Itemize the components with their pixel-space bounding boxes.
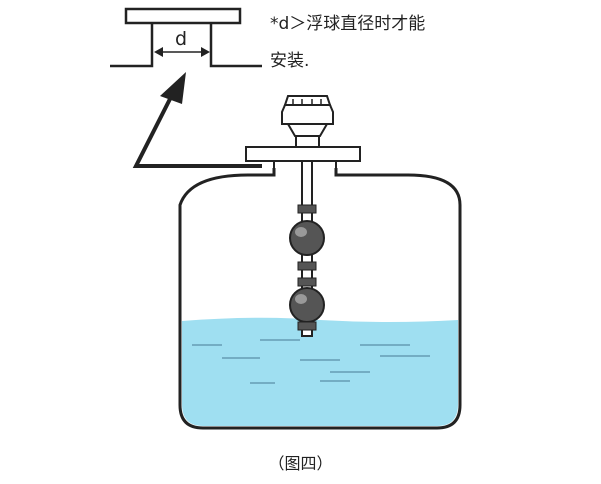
liquid: [182, 317, 458, 426]
stem-collar-2: [297, 261, 317, 271]
nozzle-detail: d: [110, 7, 262, 68]
stem-collar-3: [297, 277, 317, 287]
tank: [178, 168, 462, 430]
junction-box-cap: [283, 95, 332, 106]
figure-caption: （图四）: [268, 454, 333, 473]
junction-box-neck: [286, 123, 329, 137]
stem-collar-4: [297, 321, 317, 331]
tank-wall: [178, 168, 462, 430]
float-ball-upper: [289, 220, 325, 256]
pointer-arrow-icon: [132, 72, 262, 168]
stem-collar-1: [297, 204, 317, 214]
level-switch: [245, 95, 361, 337]
float-ball-lower: [289, 287, 325, 323]
dimension-arrowhead-right: [201, 47, 210, 57]
flange-plate: [245, 146, 361, 162]
liquid-ripples: [192, 339, 430, 384]
installation-note-line-2: 安装.: [270, 51, 310, 71]
detail-nozzle: [110, 23, 262, 68]
mount-nut: [295, 135, 320, 148]
dimension-arrowhead-left: [154, 47, 163, 57]
dimension-label: d: [175, 28, 187, 50]
detail-flange: [124, 7, 242, 25]
installation-note-line-1: *d＞浮球直径时才能: [270, 14, 426, 34]
junction-box: [281, 104, 334, 125]
